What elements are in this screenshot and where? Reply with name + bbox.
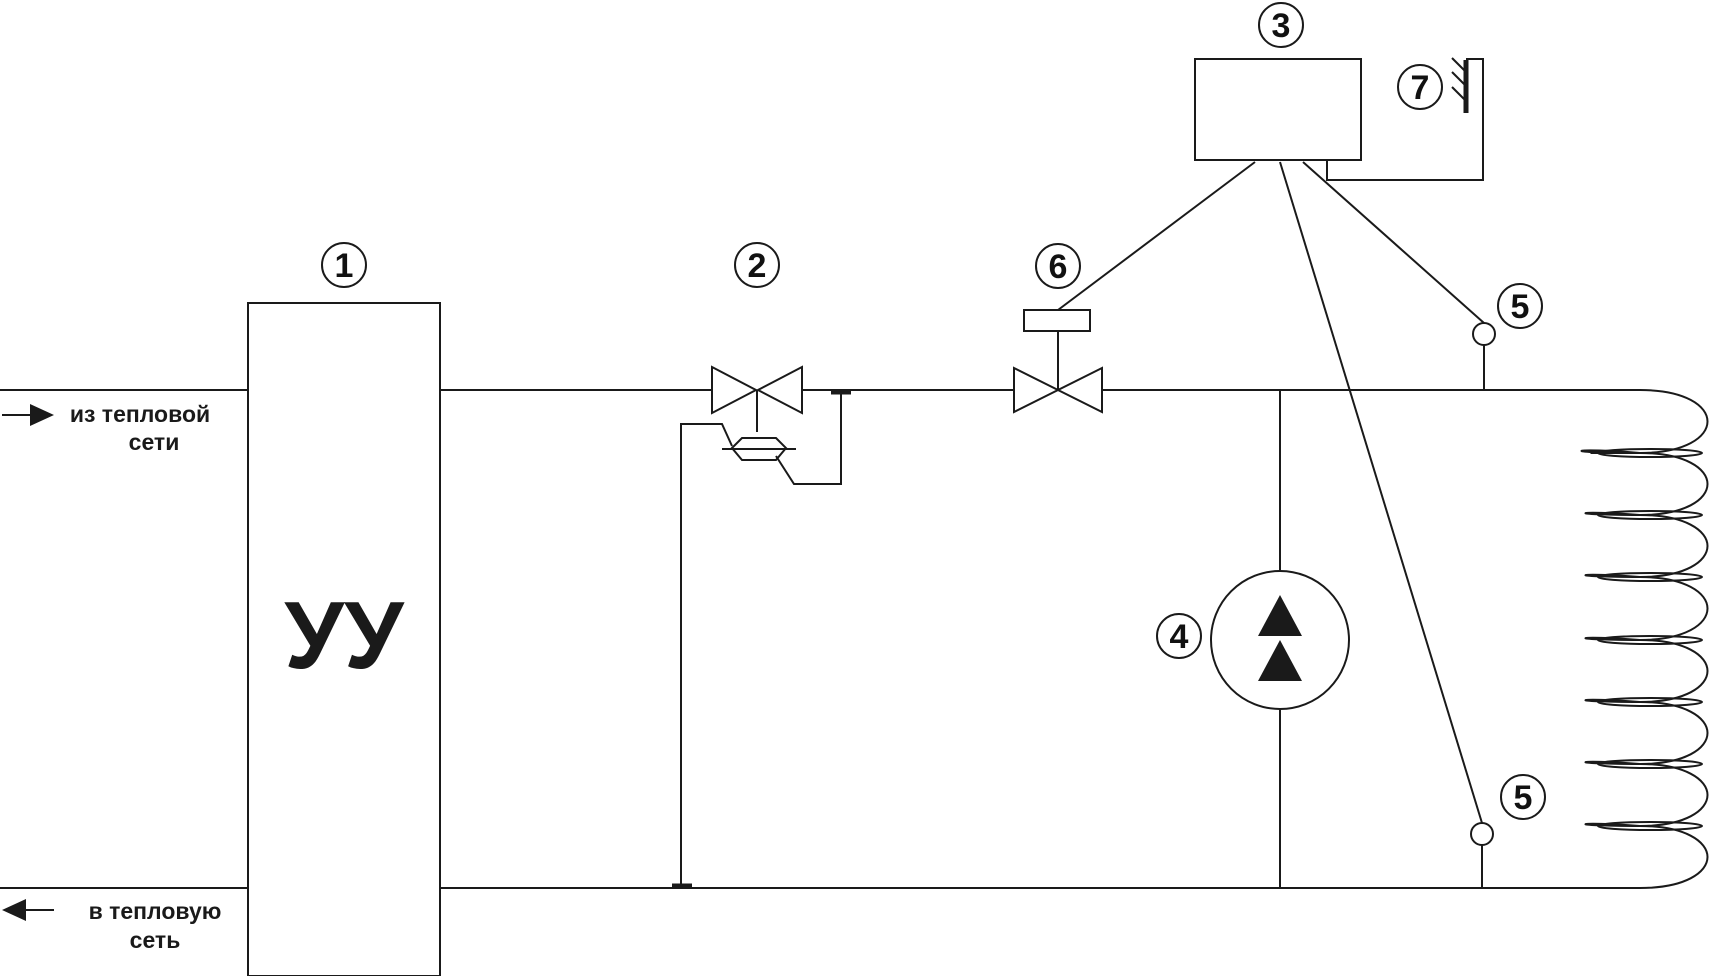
marker-2: 2: [734, 242, 780, 288]
signal-lines: [1057, 58, 1485, 824]
svg-text:5: 5: [1514, 779, 1533, 817]
svg-text:6: 6: [1049, 248, 1068, 286]
marker-5-supply: 5: [1497, 283, 1543, 329]
marker-3: 3: [1258, 2, 1304, 48]
pressure-regulator-valve: [672, 365, 851, 889]
return-label-line1: в тепловую: [89, 898, 222, 924]
arrow-left-icon: [2, 899, 54, 921]
marker-6: 6: [1035, 243, 1081, 289]
svg-text:2: 2: [748, 247, 767, 285]
svg-text:5: 5: [1511, 288, 1530, 326]
supply-label-line2: сети: [129, 429, 180, 455]
metering-unit-box: [247, 302, 441, 976]
outdoor-temperature-sensor-icon: [1451, 57, 1469, 113]
arrow-right-icon: [2, 404, 54, 426]
svg-text:7: 7: [1411, 69, 1430, 107]
metering-unit-label: УУ: [284, 582, 405, 689]
svg-text:1: 1: [335, 247, 354, 285]
return-label-line2: сеть: [130, 927, 181, 953]
heating-coil: [1580, 389, 1709, 889]
circulation-pump-icon: [1210, 390, 1350, 888]
marker-4: 4: [1156, 613, 1202, 659]
controller-box: [1194, 58, 1362, 161]
marker-7: 7: [1397, 64, 1443, 110]
svg-text:3: 3: [1272, 7, 1291, 45]
control-valve: [1013, 309, 1103, 414]
supply-label-line1: из тепловой: [70, 401, 210, 427]
marker-5-return: 5: [1500, 774, 1546, 820]
return-temperature-sensor: [1470, 822, 1494, 888]
marker-1: 1: [321, 242, 367, 288]
svg-text:4: 4: [1170, 618, 1189, 656]
supply-temperature-sensor: [1472, 322, 1496, 390]
